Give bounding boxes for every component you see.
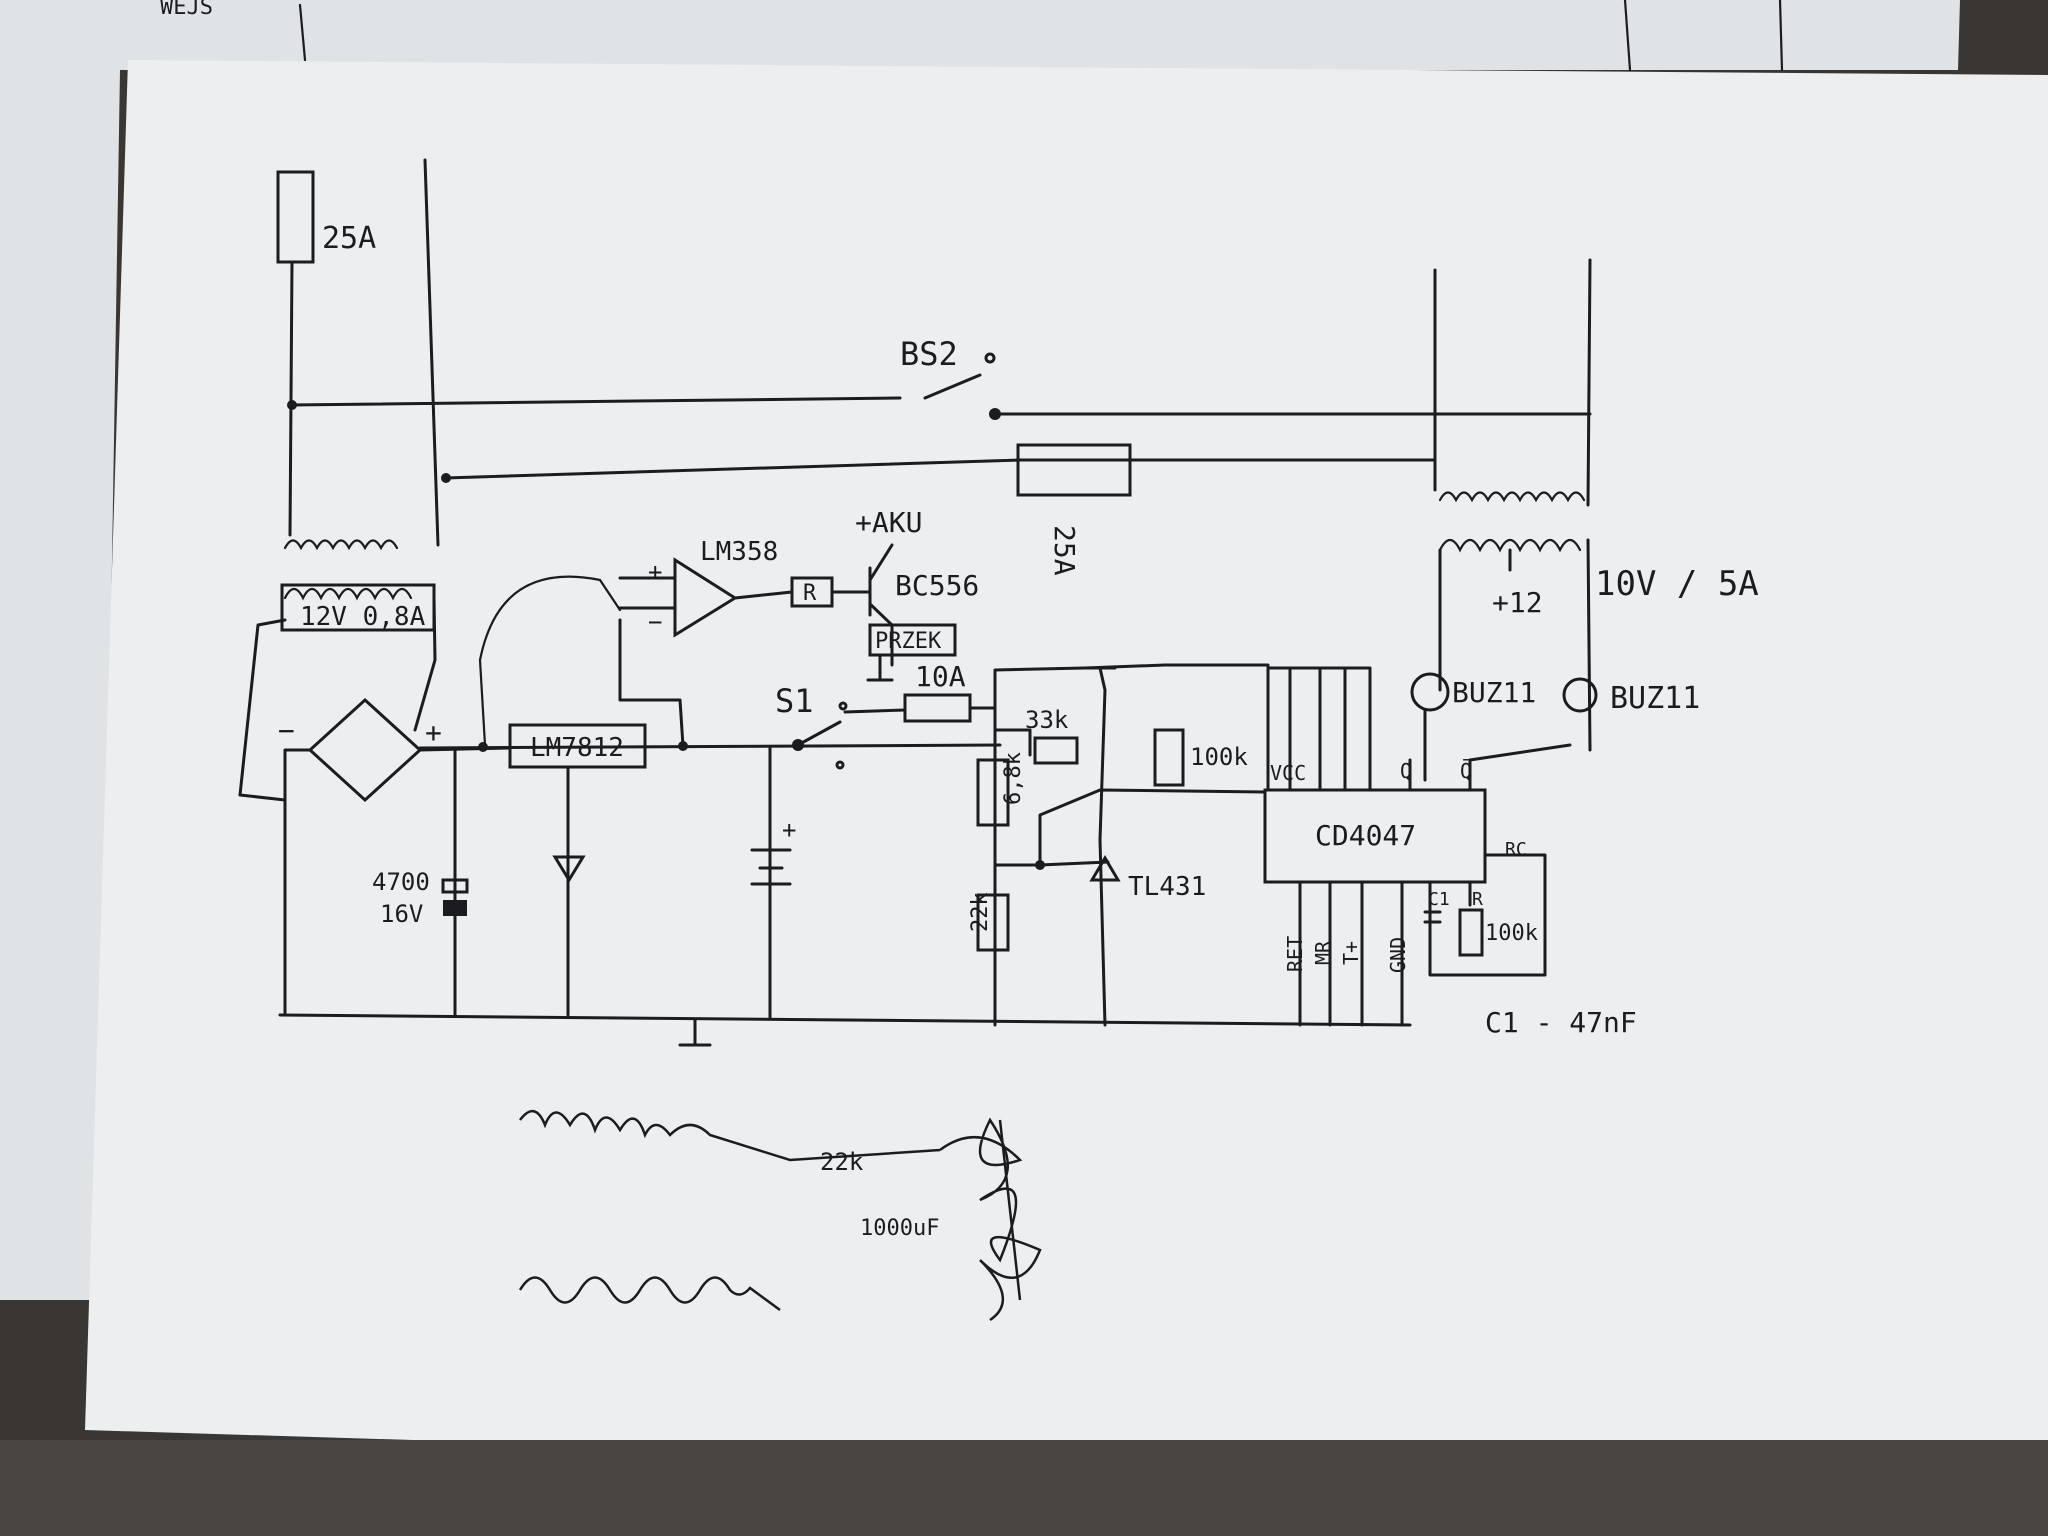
led-diode (552, 855, 586, 883)
right-primary-coil (1438, 491, 1586, 503)
transformer-right-rating: 10V / 5A (1595, 564, 1759, 604)
relay-contact (923, 373, 982, 400)
pin-mr: MR (1311, 940, 1335, 965)
regulator (508, 723, 647, 769)
transistor (830, 543, 894, 667)
mosfet-2-label: BUZ11 (1610, 681, 1700, 716)
c1-value: C1 - 47nF (1485, 1006, 1637, 1039)
right-secondary-wires (1438, 538, 1592, 752)
pin-vcc: VCC (1270, 761, 1306, 785)
left-secondary-wires (238, 596, 437, 802)
opamp (673, 557, 738, 638)
przek-label: PRZEK (875, 629, 942, 654)
relay-switch-label: BS2 (900, 335, 958, 373)
rc-wires (1428, 853, 1547, 977)
sine-scribble (518, 1276, 781, 1312)
ic-label: CD4047 (1315, 819, 1416, 852)
opamp-wires (618, 576, 794, 748)
right-secondary-coil (1438, 538, 1582, 553)
capacitor (441, 878, 469, 894)
floor-strip (0, 1440, 2048, 1536)
svg-text:+: + (648, 558, 662, 586)
left-secondary-coil (283, 587, 413, 601)
r-100k-label: 100k (1190, 743, 1248, 771)
mosfet-2 (1562, 677, 1598, 713)
transistor-label: BC556 (895, 569, 979, 602)
mosfet-1-label: BUZ11 (1452, 676, 1536, 709)
resistor-68k (976, 758, 1010, 827)
shunt-regulator (1089, 855, 1121, 882)
divider-wires (993, 663, 1270, 1027)
relay-coil-label: R (803, 581, 817, 606)
pin-rc: RC (1505, 839, 1527, 860)
opamp-label: LM358 (700, 537, 778, 567)
resistor-33k (1033, 736, 1079, 765)
pin-tplus: T+ (1339, 941, 1363, 965)
svg-text:+: + (782, 816, 796, 844)
top-partial-text: WEJS (160, 0, 213, 20)
pin-qbar: Q̄ (1460, 758, 1472, 783)
pfet (1083, 666, 1117, 842)
pin-gnd: GND (1386, 937, 1410, 973)
pin-q: Q (1400, 759, 1412, 783)
c1-label: C1 (1428, 889, 1450, 910)
positive-rail (418, 743, 1002, 750)
front-paper (85, 60, 2048, 1490)
ic-bottom-pins (1298, 880, 1404, 1027)
left-mains-wires (288, 158, 1592, 547)
ground-symbol (678, 1018, 712, 1047)
arc-wire (478, 575, 622, 747)
shunt-label: TL431 (1128, 872, 1206, 902)
scratch-r: 22k (820, 1148, 864, 1176)
r-68k-label: 6,8k (1001, 752, 1026, 805)
battery (750, 746, 792, 1020)
fuse-mid (1016, 443, 1132, 497)
svg-text:+: + (425, 716, 442, 749)
battery-plus-label: +AKU (855, 506, 922, 539)
r-label: R (1472, 889, 1483, 910)
cap-value: 4700 (372, 868, 430, 896)
transformer-left-label: 12V 0,8A (300, 602, 426, 632)
capacitor-c1 (1423, 910, 1442, 924)
right-primary-wires (1433, 258, 1592, 507)
resistor-100k (1153, 728, 1185, 787)
ic (1263, 788, 1487, 884)
cap-voltage: 16V (380, 900, 423, 928)
fuse-10a (903, 693, 972, 723)
scratch-c: 1000uF (860, 1216, 939, 1241)
svg-text:−: − (278, 714, 295, 747)
fuse-left-label: 25A (322, 221, 376, 256)
ic-top-pins (1266, 666, 1472, 792)
fuse-mid-label: 25A (1048, 525, 1081, 576)
svg-text:−: − (648, 608, 662, 636)
przek-relay (868, 623, 957, 657)
resistor-22k (976, 893, 1010, 952)
scratch-scribble (519, 1110, 1042, 1322)
switch-s1-label: S1 (775, 682, 814, 720)
r-33k-label: 33k (1025, 706, 1069, 734)
przek-ground (866, 653, 894, 682)
fuse-small-label: 10A (915, 660, 966, 693)
r-22k-label: 22k (968, 892, 993, 932)
fuse-left (276, 170, 315, 264)
resistor-osc (1458, 908, 1484, 957)
transformer-right-tap: +12 (1492, 586, 1543, 619)
back-paper-lines (298, 0, 1784, 72)
mosfet-1 (1410, 672, 1450, 712)
left-primary-coil (283, 539, 399, 551)
tl431-wires (993, 788, 1267, 1027)
r-osc-label: 100k (1485, 921, 1538, 946)
regulator-label: LM7812 (530, 733, 624, 763)
ground-rail (278, 1013, 1412, 1027)
pin-ret: RET (1283, 936, 1307, 972)
bridge-rectifier (307, 697, 423, 803)
switch-s1 (796, 706, 997, 747)
